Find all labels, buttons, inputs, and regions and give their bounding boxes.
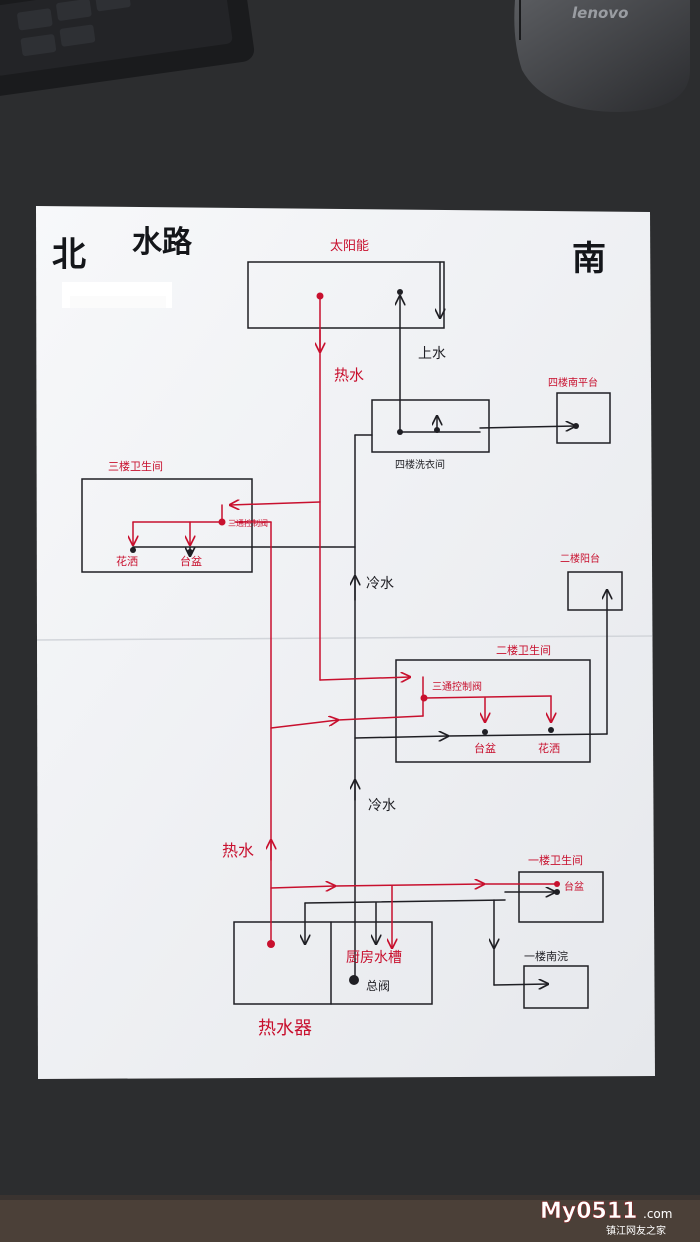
south-wash-1f-box (523, 965, 589, 1009)
watermark-domain: .com (643, 1207, 672, 1221)
solar-box (247, 261, 445, 329)
mouse-brand-text: lenovo (572, 4, 628, 22)
kitchen-sink-label: 厨房水槽 (346, 950, 402, 966)
water-heater-box (233, 921, 433, 1005)
hot-water-solar-label: 热水 (334, 366, 364, 384)
balcony-2f-label: 二楼阳台 (560, 552, 600, 565)
paper-sheet (36, 206, 655, 1079)
shower-2f-label: 花洒 (538, 742, 560, 755)
watermark-brand: My0511 (540, 1199, 637, 1224)
basin-3f-label: 台盆 (180, 554, 202, 568)
diagram-title: 水路 (132, 225, 193, 260)
south-balcony-4f-label: 四楼南平台 (548, 376, 598, 389)
up-water-label: 上水 (418, 346, 446, 362)
basin-2f-label: 台盆 (474, 741, 496, 755)
valve-3f-label: 三通控制阀 (228, 518, 268, 528)
watermark-sub: 镇江网友之家 (606, 1224, 666, 1237)
main-valve-dot (349, 975, 359, 985)
redaction-mark (62, 282, 172, 308)
south-label: 南 (572, 239, 606, 279)
paper-fold (36, 635, 653, 641)
bathroom-2f-label: 二楼卫生间 (496, 643, 551, 657)
cold-water-lower-label: 冷水 (368, 798, 396, 814)
bathroom-3f-box (81, 478, 253, 573)
bathroom-3f-label: 三楼卫生间 (108, 459, 163, 473)
hot-water-lower-label: 热水 (222, 841, 254, 860)
site-watermark: My0511 .com 镇江网友之家 (540, 1199, 673, 1237)
balcony-2f-box (567, 571, 623, 611)
floor-strip (0, 1200, 700, 1242)
solar-hot-outlet (316, 292, 324, 300)
basin-1f-label: 台盆 (564, 880, 584, 893)
shower-3f-label: 花洒 (116, 555, 138, 568)
bathroom-1f-label: 一楼卫生间 (528, 853, 583, 867)
valve-2f-label: 三通控制阀 (432, 680, 482, 693)
laundry-4f-box (371, 399, 490, 453)
laundry-4f-label: 四楼洗衣间 (395, 458, 445, 471)
heater-hot-outlet (267, 940, 275, 948)
solar-cold-inlet (397, 289, 403, 295)
solar-label: 太阳能 (330, 239, 369, 254)
bathroom-2f-box (395, 659, 591, 763)
north-label: 北 (52, 235, 86, 275)
main-valve-label: 总阀 (366, 979, 390, 993)
bathroom-1f-box (518, 871, 604, 923)
keyboard (0, 0, 255, 97)
water-heater-label: 热水器 (258, 1018, 312, 1039)
south-balcony-4f-box (556, 392, 611, 444)
cold-water-upper-label: 冷水 (366, 576, 394, 592)
mouse: lenovo (514, 0, 690, 112)
south-wash-1f-label: 一楼南浣 (524, 949, 568, 963)
